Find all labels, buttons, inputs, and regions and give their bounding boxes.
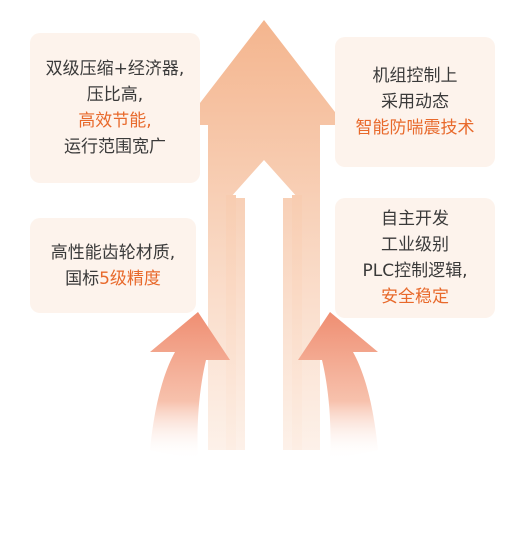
inner-stripe-left [226, 195, 236, 450]
feature-card-compression: 双级压缩+经济器, 压比高, 高效节能, 运行范围宽广 [30, 33, 200, 183]
card-text: 高性能齿轮材质, [50, 242, 176, 263]
inner-white-arrow-icon [230, 160, 298, 450]
card-text: 运行范围宽广 [64, 137, 166, 157]
card-text: 压比高, [86, 85, 144, 105]
card-highlight-text: 高效节能, [78, 111, 152, 131]
card-text: PLC控制逻辑, [362, 261, 468, 281]
feature-card-plc-control: 自主开发 工业级别 PLC控制逻辑, 安全稳定 [335, 198, 495, 318]
card-highlight-text: 5级精度 [99, 268, 161, 289]
card-text: 机组控制上 [372, 66, 458, 86]
inner-stripe-right [292, 195, 302, 450]
feature-card-gear-material: 高性能齿轮材质, 国标5级精度 [30, 218, 196, 313]
card-text: 采用动态 [381, 92, 449, 112]
card-highlight-text: 智能防喘震技术 [355, 118, 475, 138]
feature-card-anti-surge: 机组控制上 采用动态 智能防喘震技术 [335, 37, 495, 167]
card-highlight-text: 安全稳定 [381, 287, 449, 307]
card-text: 工业级别 [381, 235, 449, 255]
left-curved-arrow-icon [150, 312, 230, 460]
card-text-row: 国标5级精度 [65, 266, 161, 292]
card-text: 自主开发 [381, 209, 449, 229]
card-text: 国标 [65, 268, 100, 289]
card-text: 双级压缩+经济器, [45, 59, 185, 79]
right-curved-arrow-icon [298, 312, 378, 460]
